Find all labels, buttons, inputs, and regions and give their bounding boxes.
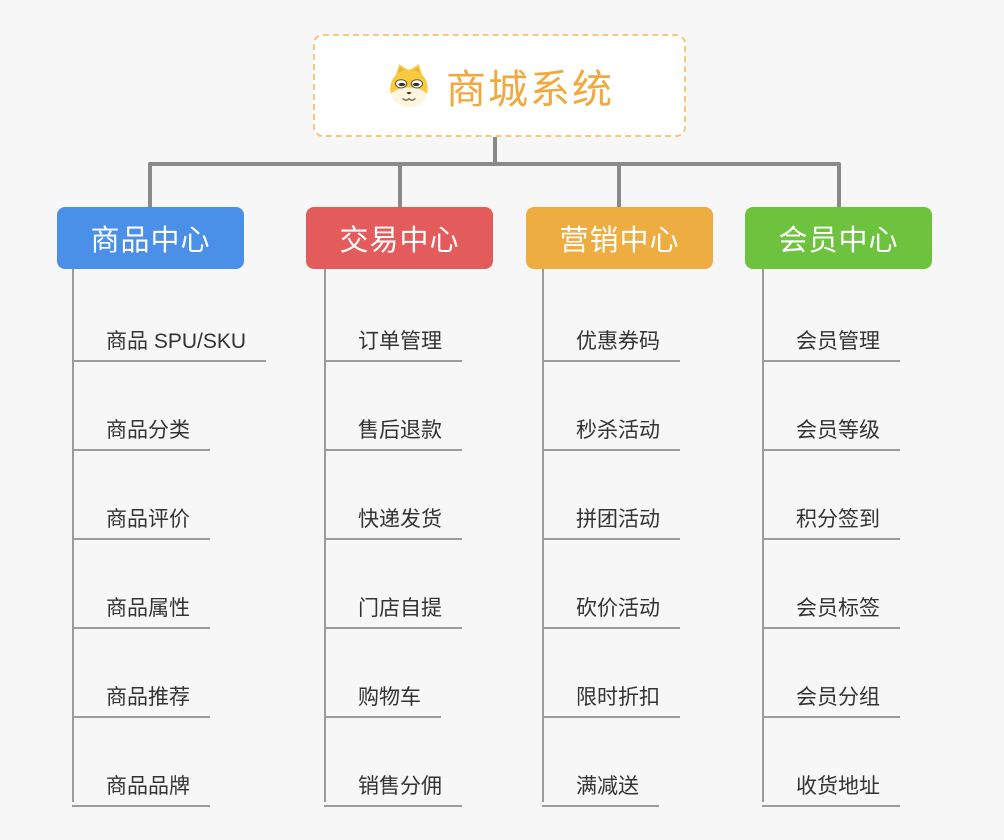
leaf-node[interactable]: 满减送 <box>542 760 659 807</box>
leaf-node[interactable]: 商品分类 <box>72 404 210 451</box>
leaf-node[interactable]: 商品品牌 <box>72 760 210 807</box>
branch-node-label: 会员中心 <box>778 225 899 257</box>
branch-node-label: 商品中心 <box>90 225 211 257</box>
root-node[interactable]: 商城系统 <box>313 34 686 137</box>
branch-dropline <box>542 269 544 802</box>
leaf-node[interactable]: 会员分组 <box>762 671 900 718</box>
root-node-title: 商城系统 <box>446 67 614 112</box>
branch-dropline <box>324 269 326 802</box>
branch-node-product-center[interactable]: 商品中心 <box>57 207 244 269</box>
leaf-node[interactable]: 秒杀活动 <box>542 404 680 451</box>
leaf-node[interactable]: 会员标签 <box>762 582 900 629</box>
branch-node-member-center[interactable]: 会员中心 <box>745 207 932 269</box>
leaf-node[interactable]: 商品评价 <box>72 493 210 540</box>
leaf-node[interactable]: 商品 SPU/SKU <box>72 315 267 362</box>
branch-node-trade-center[interactable]: 交易中心 <box>306 207 493 269</box>
branch-node-label: 交易中心 <box>339 225 460 257</box>
leaf-node[interactable]: 会员等级 <box>762 404 900 451</box>
leaf-node[interactable]: 收货地址 <box>762 760 900 807</box>
branch-node-label: 营销中心 <box>559 225 680 257</box>
leaf-node[interactable]: 门店自提 <box>324 582 462 629</box>
leaf-node[interactable]: 优惠券码 <box>542 315 680 362</box>
leaf-column-member-center: 会员管理 会员等级 积分签到 会员标签 会员分组 收货地址 <box>762 269 1004 809</box>
leaf-node[interactable]: 订单管理 <box>324 315 462 362</box>
leaf-node[interactable]: 商品推荐 <box>72 671 210 718</box>
leaf-node[interactable]: 会员管理 <box>762 315 900 362</box>
leaf-node[interactable]: 快递发货 <box>324 493 462 540</box>
leaf-node[interactable]: 砍价活动 <box>542 582 680 629</box>
branch-node-marketing-center[interactable]: 营销中心 <box>526 207 713 269</box>
leaf-node[interactable]: 购物车 <box>324 671 441 718</box>
leaf-node[interactable]: 商品属性 <box>72 582 210 629</box>
leaf-node[interactable]: 拼团活动 <box>542 493 680 540</box>
leaf-column-marketing-center: 优惠券码 秒杀活动 拼团活动 砍价活动 限时折扣 满减送 <box>542 269 792 809</box>
branch-bus-line <box>148 162 841 207</box>
dog-face-icon <box>390 63 428 107</box>
leaf-column-trade-center: 订单管理 售后退款 快递发货 门店自提 购物车 销售分佣 <box>324 269 574 809</box>
leaf-node[interactable]: 销售分佣 <box>324 760 462 807</box>
leaf-node[interactable]: 售后退款 <box>324 404 462 451</box>
leaf-node[interactable]: 限时折扣 <box>542 671 680 718</box>
leaf-node[interactable]: 积分签到 <box>762 493 900 540</box>
branch-dropline <box>762 269 764 802</box>
branch-dropline <box>72 269 74 802</box>
leaf-column-product-center: 商品 SPU/SKU 商品分类 商品评价 商品属性 商品推荐 商品品牌 <box>72 269 322 809</box>
